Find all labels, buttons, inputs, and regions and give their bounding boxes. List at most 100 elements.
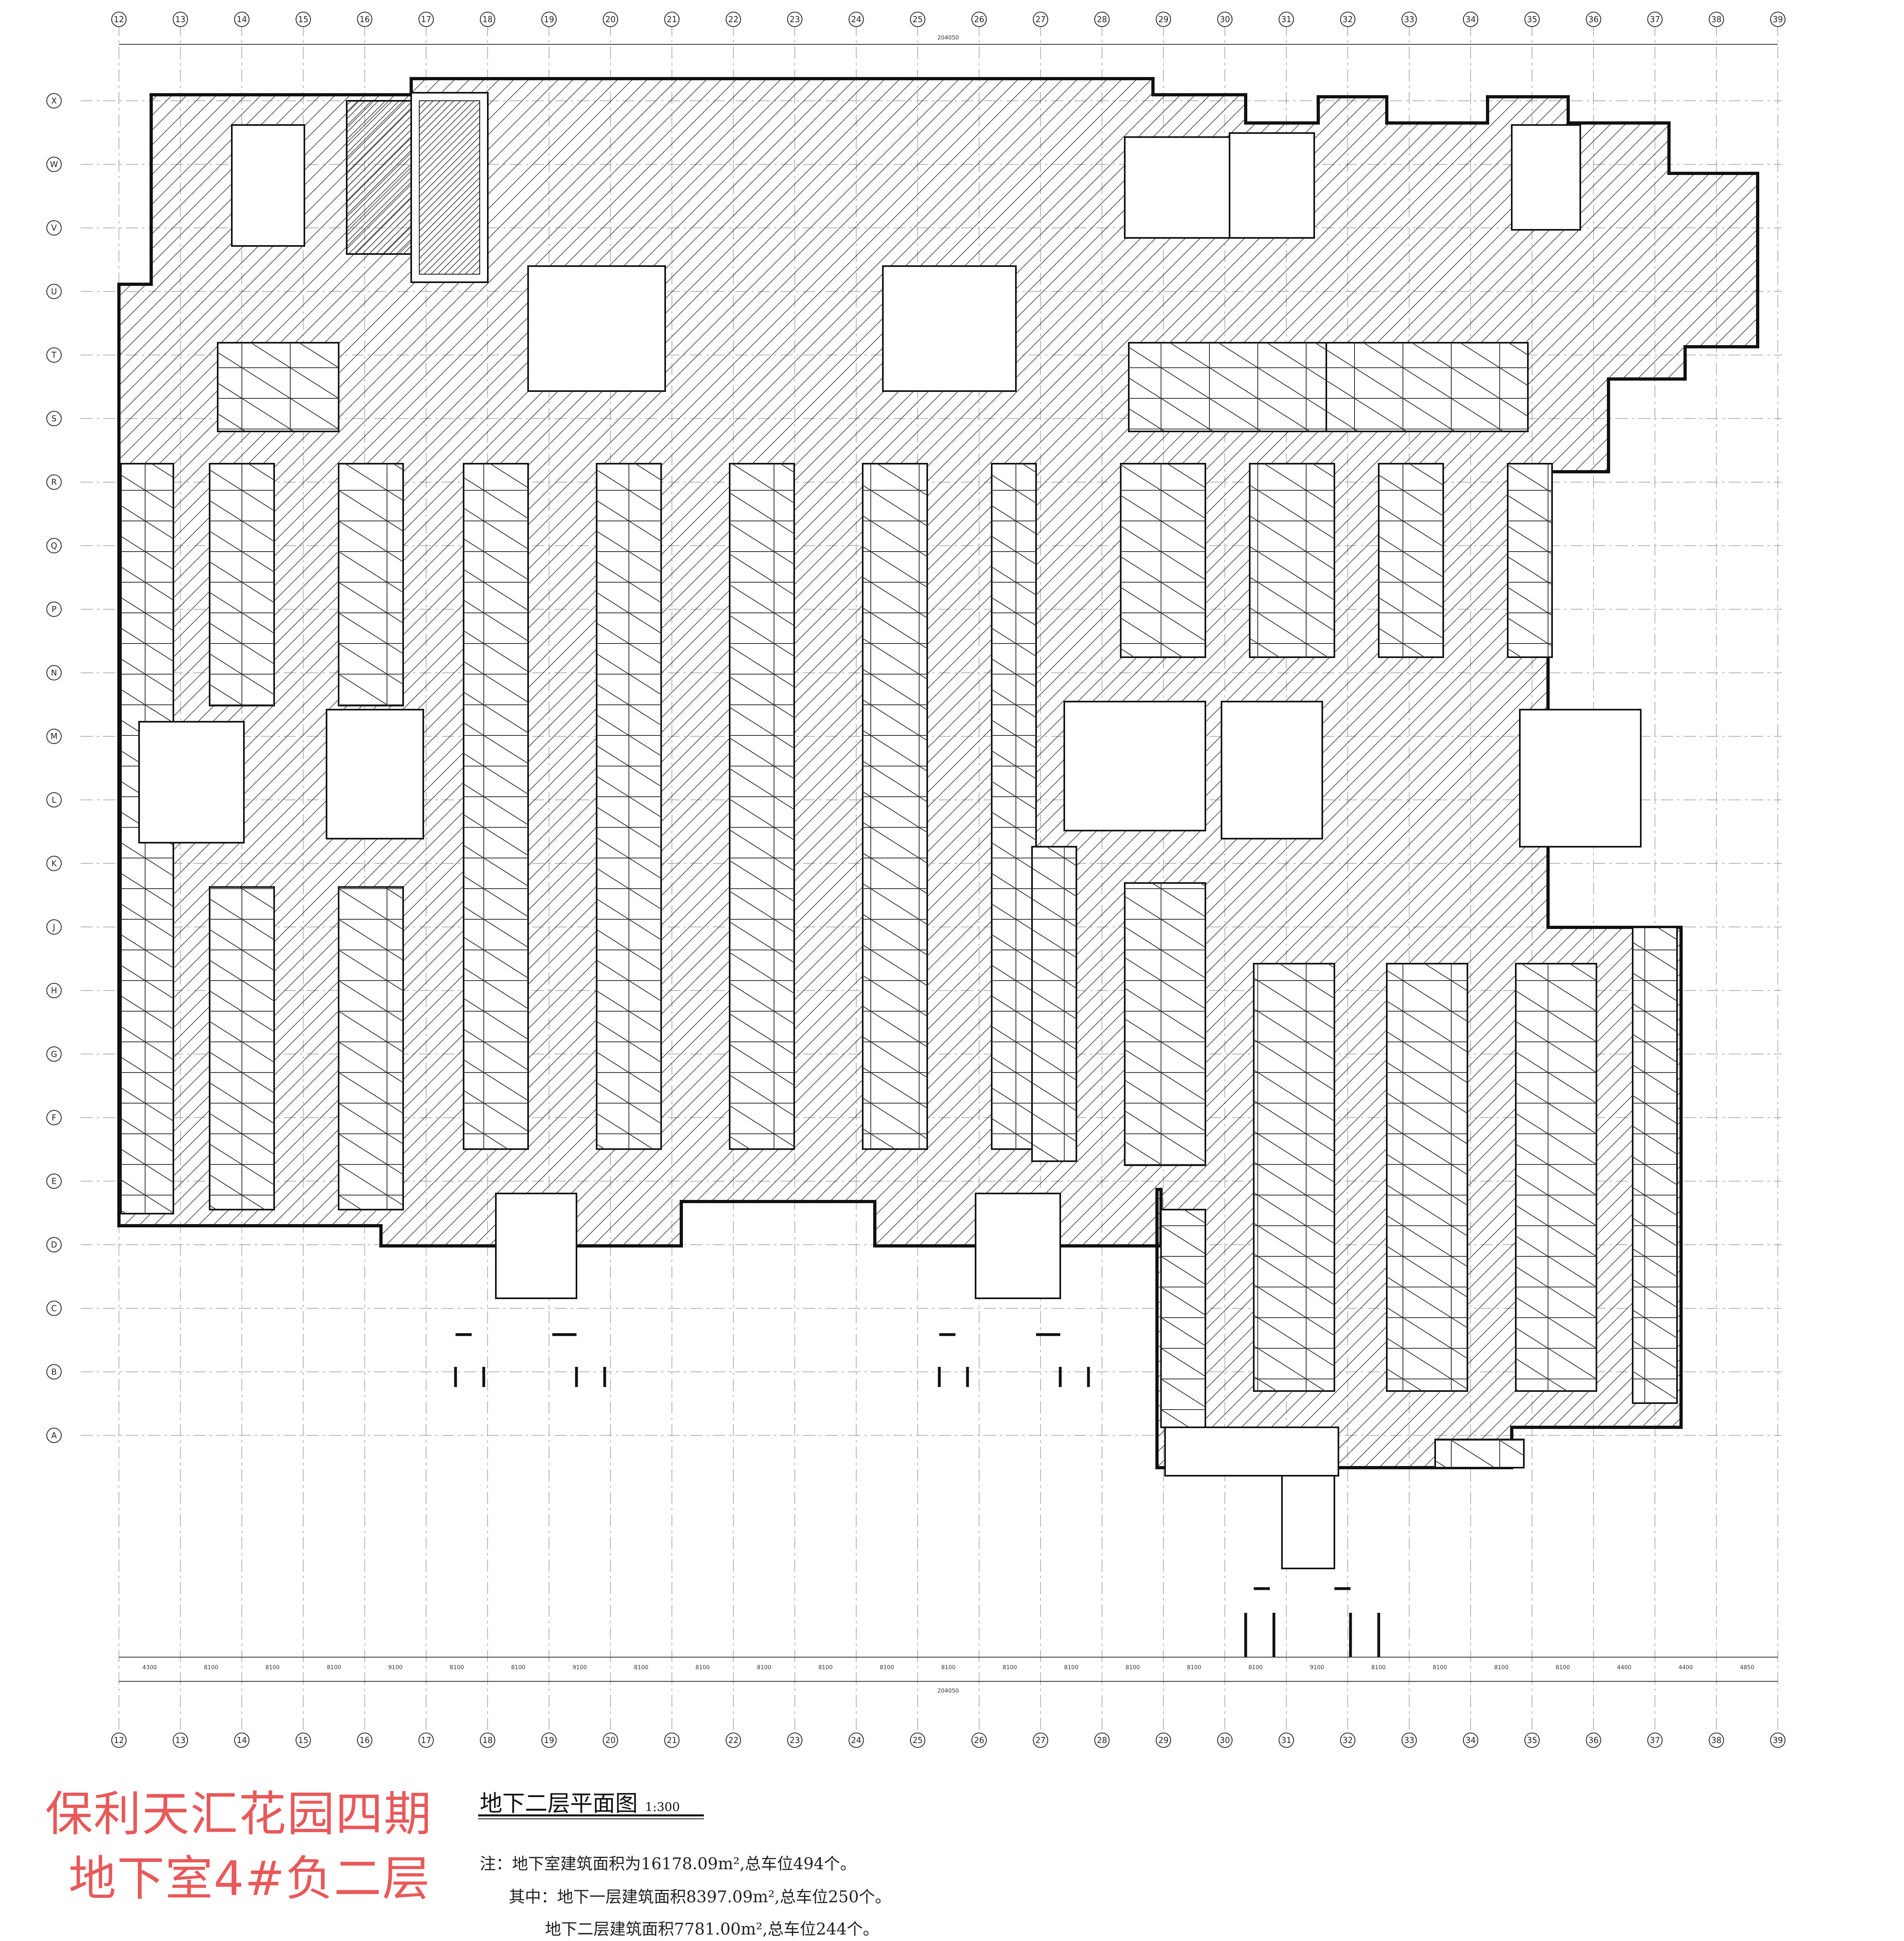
svg-text:20: 20 bbox=[606, 15, 616, 24]
column-axis-27: 27 bbox=[1033, 12, 1049, 27]
column-axis-14: 14 bbox=[234, 1733, 250, 1748]
svg-text:35: 35 bbox=[1527, 1735, 1537, 1745]
watermark-project-name: 保利天汇花园四期 bbox=[45, 1786, 433, 1842]
bottom-dimension: 8100 bbox=[1371, 1664, 1386, 1671]
svg-text:U: U bbox=[51, 287, 57, 296]
svg-text:22: 22 bbox=[728, 15, 738, 24]
svg-text:14: 14 bbox=[237, 15, 247, 24]
area-note-b1: 其中：地下一层建筑面积8397.09m²,总车位250个。 bbox=[509, 1888, 891, 1906]
parking-bay-stalls bbox=[1254, 964, 1334, 1391]
svg-text:27: 27 bbox=[1035, 15, 1045, 24]
row-axis-B: B bbox=[46, 1364, 62, 1380]
row-axis-H: H bbox=[46, 983, 62, 998]
bottom-dimension: 8100 bbox=[1494, 1664, 1509, 1671]
bottom-dimension: 9100 bbox=[388, 1664, 403, 1671]
column-axis-22: 22 bbox=[726, 1733, 741, 1748]
parking-bay-stalls bbox=[1387, 964, 1467, 1391]
column-axis-24: 24 bbox=[848, 1733, 864, 1748]
row-axis-F: F bbox=[46, 1110, 62, 1125]
column-axis-38: 38 bbox=[1708, 1733, 1724, 1748]
row-axis-R: R bbox=[46, 474, 62, 490]
column-axis-19: 19 bbox=[541, 1733, 557, 1748]
svg-text:18: 18 bbox=[483, 15, 493, 24]
column-axis-13: 13 bbox=[173, 1733, 188, 1748]
svg-text:M: M bbox=[50, 731, 57, 741]
svg-text:24: 24 bbox=[851, 15, 861, 24]
svg-text:28: 28 bbox=[1097, 15, 1107, 24]
row-axis-C: C bbox=[46, 1300, 62, 1316]
row-axis-U: U bbox=[46, 283, 62, 299]
column-axis-13: 13 bbox=[173, 12, 188, 27]
svg-text:19: 19 bbox=[544, 1735, 554, 1745]
parking-bay-stalls bbox=[210, 464, 274, 706]
row-axis-S: S bbox=[46, 411, 62, 427]
parking-bay-stalls bbox=[1161, 1210, 1205, 1427]
row-axis-E: E bbox=[46, 1173, 62, 1189]
bottom-dimension: 8100 bbox=[1249, 1664, 1263, 1671]
svg-text:17: 17 bbox=[421, 15, 431, 24]
parking-bay-stalls bbox=[339, 887, 403, 1210]
svg-text:N: N bbox=[51, 668, 57, 678]
svg-text:13: 13 bbox=[175, 15, 185, 24]
svg-text:W: W bbox=[50, 160, 58, 169]
column-axis-17: 17 bbox=[418, 12, 434, 27]
svg-text:23: 23 bbox=[790, 15, 800, 24]
column-axis-16: 16 bbox=[357, 12, 372, 27]
column-axis-32: 32 bbox=[1340, 12, 1356, 27]
svg-text:24: 24 bbox=[851, 1735, 861, 1745]
svg-text:38: 38 bbox=[1711, 15, 1721, 24]
bottom-dimension: 9100 bbox=[1310, 1664, 1324, 1671]
svg-text:26: 26 bbox=[974, 15, 984, 24]
column-axis-30: 30 bbox=[1217, 12, 1233, 27]
area-note-b2: 地下二层建筑面积7781.00m²,总车位244个。 bbox=[545, 1920, 879, 1939]
svg-text:A: A bbox=[51, 1431, 57, 1440]
parking-bay-stalls bbox=[1326, 343, 1528, 431]
row-axis-N: N bbox=[46, 665, 62, 681]
column-axis-26: 26 bbox=[971, 1733, 987, 1748]
parking-bay-stalls bbox=[1129, 343, 1330, 431]
parking-bay-stalls bbox=[1516, 964, 1596, 1391]
svg-text:29: 29 bbox=[1158, 1735, 1168, 1745]
bottom-dimension: 4400 bbox=[1679, 1664, 1693, 1671]
svg-text:31: 31 bbox=[1281, 1735, 1291, 1745]
column-axis-23: 23 bbox=[787, 1733, 803, 1748]
parking-bay-stalls bbox=[210, 887, 274, 1210]
bottom-dimension: 8100 bbox=[757, 1664, 771, 1671]
overall-dimension-top: 204050 bbox=[937, 35, 959, 41]
svg-text:15: 15 bbox=[298, 1735, 308, 1745]
column-axis-34: 34 bbox=[1463, 1733, 1478, 1748]
svg-text:23: 23 bbox=[790, 1735, 800, 1745]
svg-text:12: 12 bbox=[114, 15, 124, 24]
svg-text:29: 29 bbox=[1158, 15, 1168, 24]
column-axis-29: 29 bbox=[1155, 12, 1171, 27]
column-axis-21: 21 bbox=[664, 1733, 680, 1748]
parking-bay-stalls bbox=[1032, 847, 1076, 1161]
tower-footprints bbox=[454, 1333, 1380, 1657]
parking-bays bbox=[120, 342, 1678, 1468]
column-axis-26: 26 bbox=[971, 12, 987, 27]
column-axis-31: 31 bbox=[1278, 1733, 1294, 1748]
row-axis-Q: Q bbox=[46, 538, 62, 554]
svg-text:R: R bbox=[51, 477, 57, 487]
bottom-dimension: 4300 bbox=[142, 1664, 157, 1671]
parking-bay-stalls bbox=[1125, 883, 1205, 1165]
bottom-dimension: 4400 bbox=[1617, 1664, 1631, 1671]
watermark-floor-name: 地下室4#负二层 bbox=[69, 1851, 431, 1906]
svg-text:32: 32 bbox=[1342, 1735, 1353, 1745]
row-axis-K: K bbox=[46, 856, 62, 871]
column-axis-33: 33 bbox=[1401, 12, 1417, 27]
parking-bay-stalls bbox=[992, 464, 1036, 1149]
column-axis-39: 39 bbox=[1770, 1733, 1785, 1748]
svg-text:25: 25 bbox=[913, 15, 923, 24]
svg-text:H: H bbox=[51, 986, 57, 995]
ramp-area bbox=[346, 92, 489, 283]
column-axis-25: 25 bbox=[910, 12, 926, 27]
svg-text:F: F bbox=[52, 1113, 56, 1123]
column-axis-20: 20 bbox=[603, 12, 618, 27]
row-axis-V: V bbox=[46, 220, 62, 236]
svg-text:16: 16 bbox=[360, 1735, 370, 1745]
